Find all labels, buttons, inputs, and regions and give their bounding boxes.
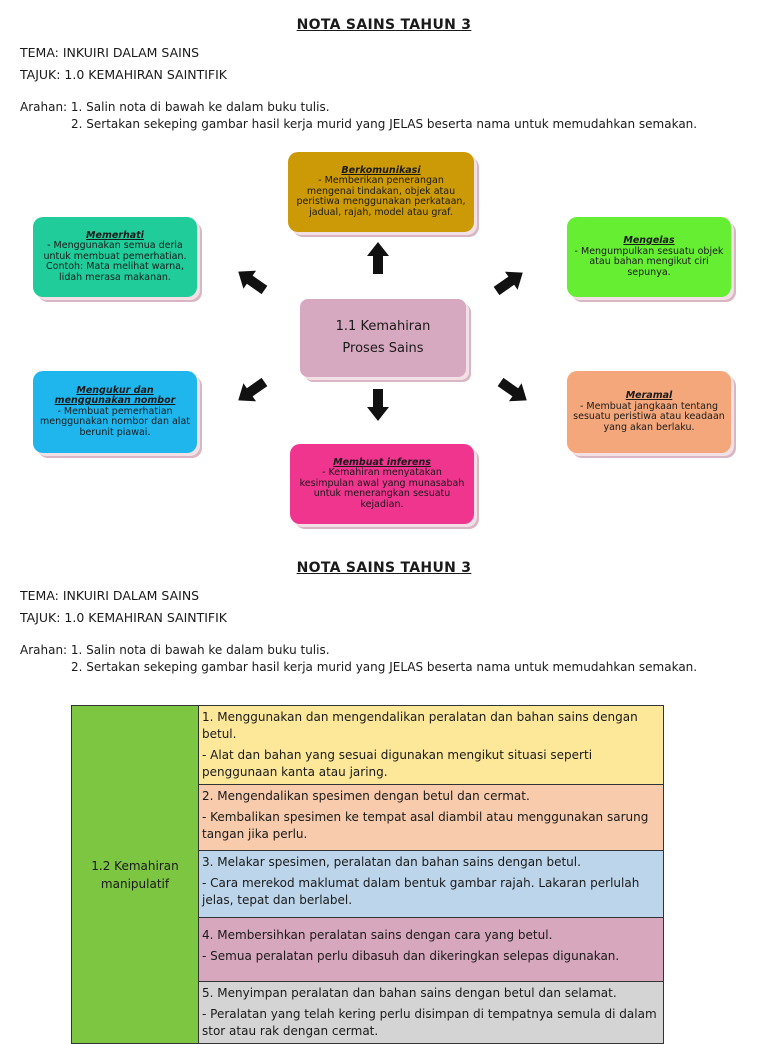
node-mengukur-text: - Membuat pemerhatian menggunakan nombor… <box>40 405 190 438</box>
tema-text-2: TEMA: INKUIRI DALAM SAINS <box>20 588 200 603</box>
node-mengelas-text: - Mengumpulkan sesuatu objek atau bahan … <box>574 245 724 278</box>
arahan-1-text-2: Arahan: 1. Salin nota di bawah ke dalam … <box>20 643 330 657</box>
row-sub-text: - Peralatan yang telah kering perlu disi… <box>202 1007 657 1038</box>
node-inferens-text: - Kemahiran menyatakan kesimpulan awal y… <box>299 467 465 510</box>
page-title-2: NOTA SAINS TAHUN 3 <box>296 560 472 576</box>
arahan-2-text: 2. Sertakan sekeping gambar hasil kerja … <box>71 117 698 131</box>
table-row: 1. Menggunakan dan mengendalikan peralat… <box>198 705 664 785</box>
row-sub-text: - Semua peralatan perlu dibasuh dan dike… <box>202 949 620 963</box>
arrow-down-left-icon <box>231 372 271 410</box>
tema-text-1: TEMA: INKUIRI DALAM SAINS <box>20 45 200 60</box>
table-row: 5. Menyimpan peralatan dan bahan sains d… <box>198 981 664 1044</box>
node-meramal-head: Meramal <box>625 390 673 401</box>
row-sub-text: - Kembalikan spesimen ke tempat asal dia… <box>202 810 649 841</box>
row-main-text: 2. Mengendalikan spesimen dengan betul d… <box>202 789 530 803</box>
arrow-up-icon <box>367 242 389 274</box>
node-berkomunikasi-head: Berkomunikasi <box>341 164 421 176</box>
arahan-2-text-2: 2. Sertakan sekeping gambar hasil kerja … <box>71 660 698 674</box>
arahan-1-text: Arahan: 1. Salin nota di bawah ke dalam … <box>20 100 330 114</box>
node-memerhati: Memerhati - Menggunakan semua deria untu… <box>33 217 197 297</box>
node-mengukur: Mengukur dan menggunakan nombor - Membua… <box>33 371 197 453</box>
center-node-line2: Proses Sains <box>342 341 424 356</box>
tajuk-text-2: TAJUK: 1.0 KEMAHIRAN SAINTIFIK <box>20 610 228 625</box>
arrow-down-icon <box>367 389 389 421</box>
center-node: 1.1 Kemahiran Proses Sains <box>300 299 466 377</box>
table-row: 4. Membersihkan peralatan sains dengan c… <box>198 917 664 982</box>
row-sub-text: - Alat dan bahan yang sesuai digunakan m… <box>202 748 593 779</box>
node-berkomunikasi: Berkomunikasi - Memberikan penerangan me… <box>288 152 474 232</box>
row-main-text: 3. Melakar spesimen, peralatan dan bahan… <box>202 855 581 869</box>
center-node-line1: 1.1 Kemahiran <box>335 319 431 334</box>
node-mengelas: Mengelas - Mengumpulkan sesuatu objek at… <box>567 217 731 297</box>
table-row: 2. Mengendalikan spesimen dengan betul d… <box>198 784 664 851</box>
node-meramal-text: - Membuat jangkaan tentang sesuatu peris… <box>573 400 725 433</box>
tajuk-text-1: TAJUK: 1.0 KEMAHIRAN SAINTIFIK <box>20 67 228 82</box>
table-row: 3. Melakar spesimen, peralatan dan bahan… <box>198 850 664 918</box>
node-memerhati-text: - Menggunakan semua deria untuk membuat … <box>43 240 187 283</box>
node-inferens-head: Membuat inferens <box>333 456 431 468</box>
arrow-down-right-icon <box>494 372 534 410</box>
node-inferens: Membuat inferens - Kemahiran menyatakan … <box>290 444 474 524</box>
node-berkomunikasi-text: - Memberikan penerangan mengenai tindaka… <box>296 175 466 218</box>
arrow-up-left-icon <box>231 262 271 300</box>
row-main-text: 5. Menyimpan peralatan dan bahan sains d… <box>202 986 617 1000</box>
node-mengelas-head: Mengelas <box>623 235 675 246</box>
row-main-text: 1. Menggunakan dan mengendalikan peralat… <box>202 710 638 741</box>
row-sub-text: - Cara merekod maklumat dalam bentuk gam… <box>202 876 640 907</box>
arrow-up-right-icon <box>490 263 530 301</box>
page-title-1: NOTA SAINS TAHUN 3 <box>296 17 472 33</box>
category-cell: 1.2 Kemahiran manipulatif <box>71 705 199 1044</box>
node-mengukur-head: Mengukur dan menggunakan nombor <box>54 384 176 407</box>
row-main-text: 4. Membersihkan peralatan sains dengan c… <box>202 928 553 942</box>
manipulative-skills-table: 1.2 Kemahiran manipulatif 1. Menggunakan… <box>71 705 664 1044</box>
diagram-arrows <box>231 242 534 421</box>
node-memerhati-head: Memerhati <box>86 229 144 241</box>
node-meramal: Meramal - Membuat jangkaan tentang sesua… <box>567 371 731 453</box>
